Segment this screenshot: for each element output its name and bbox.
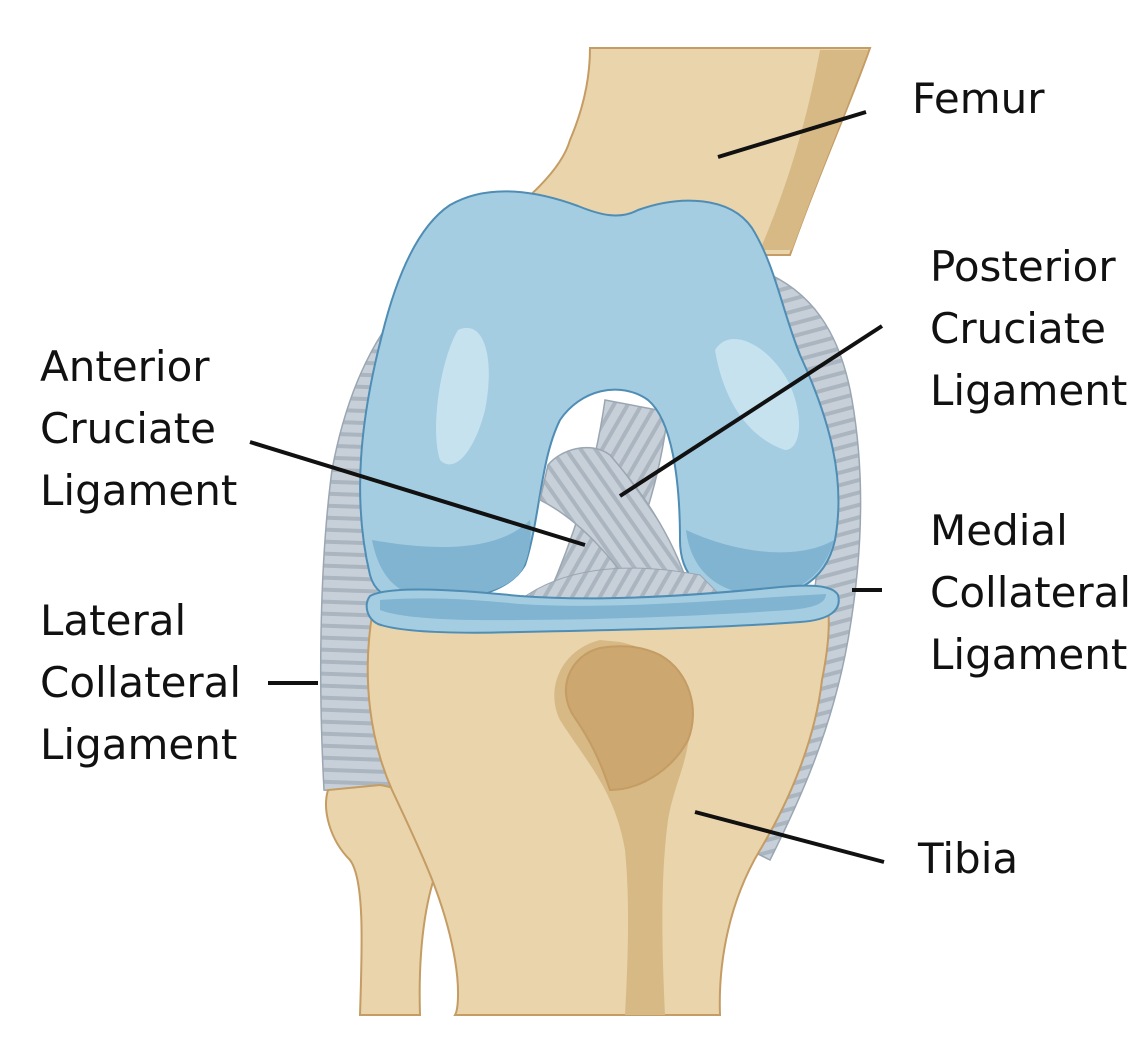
- tibia-leader-line: [694, 810, 885, 864]
- acl-label-line-3: Ligament: [40, 466, 238, 515]
- femoral-condyles: [359, 190, 840, 603]
- lcl-label-line-3: Ligament: [40, 720, 238, 769]
- acl-label-line-1: Anterior: [40, 342, 210, 391]
- condyle-shadow-left: [372, 520, 531, 599]
- femur-shading: [760, 50, 868, 250]
- tibia-label-line: Tibia: [918, 834, 1019, 883]
- condyle-highlight-left: [436, 327, 489, 465]
- posterior-cruciate-ligament-label: Posterior Cruciate Ligament: [930, 236, 1127, 422]
- pcl-label-line-1: Posterior: [930, 242, 1116, 291]
- anterior-cruciate-ligament-label: Anterior Cruciate Ligament: [40, 336, 237, 522]
- tibia-bone: [366, 606, 830, 1016]
- condyle-shadow-right: [686, 530, 834, 595]
- tibial-tuberosity: [565, 645, 694, 792]
- pcl-label-line-2: Cruciate: [930, 304, 1107, 353]
- lateral-collateral-ligament-label: Lateral Collateral Ligament: [40, 590, 241, 776]
- anterior-cruciate-ligament: [539, 446, 691, 601]
- mcl-label-line-3: Ligament: [930, 630, 1128, 679]
- meniscus-highlight: [380, 594, 826, 621]
- acl-leader-line: [249, 440, 586, 547]
- mcl-label-line-2: Collateral: [930, 568, 1132, 617]
- mcl-label-line-1: Medial: [930, 506, 1068, 555]
- pcl-leader-line: [618, 324, 884, 498]
- leader-lines: [249, 110, 885, 864]
- lcl-label-line-2: Collateral: [40, 658, 242, 707]
- lcl-label-line-1: Lateral: [40, 596, 187, 645]
- femur-leader-line: [717, 110, 867, 159]
- condyle-highlight-right: [715, 338, 800, 450]
- acl-label-line-2: Cruciate: [40, 404, 217, 453]
- femur-label: Femur: [912, 68, 1045, 130]
- medial-collateral-ligament-label: Medial Collateral Ligament: [930, 500, 1131, 686]
- femur-label-line: Femur: [912, 74, 1045, 123]
- tibia-label: Tibia: [918, 828, 1018, 890]
- pcl-label-line-3: Ligament: [930, 366, 1128, 415]
